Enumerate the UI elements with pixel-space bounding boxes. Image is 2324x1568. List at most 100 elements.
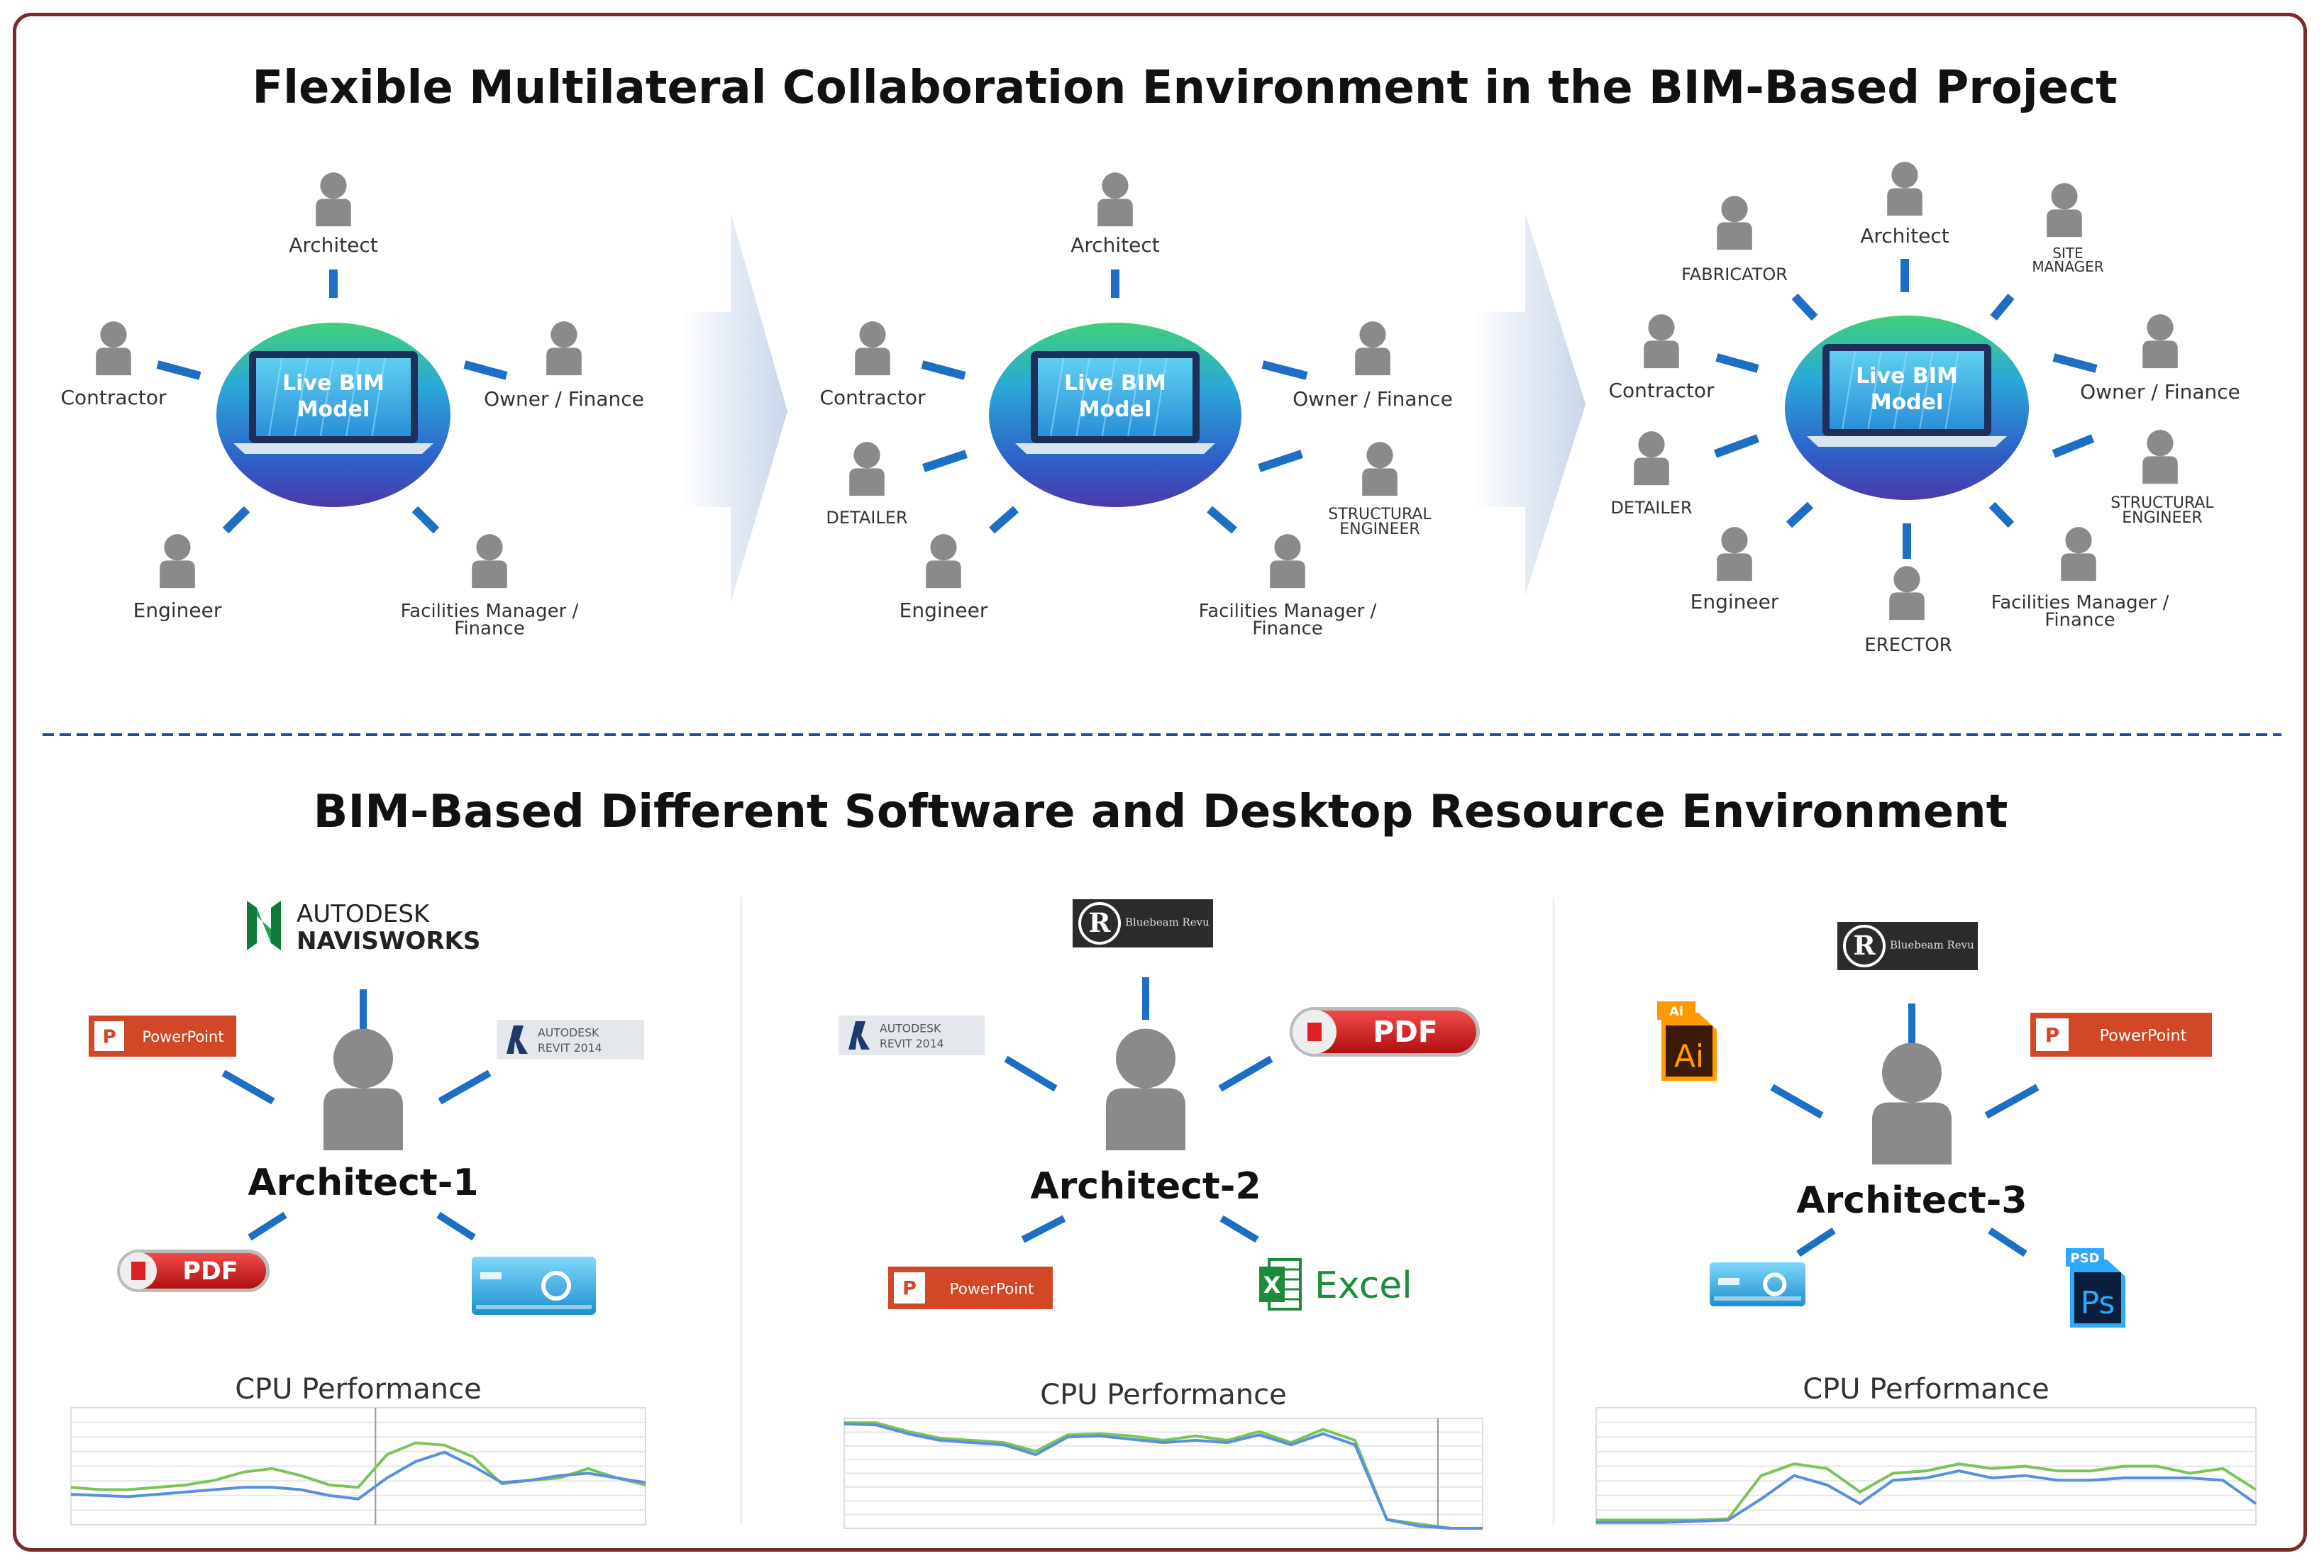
architect-name: Architect-2 (1030, 1165, 1261, 1208)
svg-text:R: R (1088, 907, 1111, 938)
role-connector (411, 506, 440, 534)
role-connector (156, 360, 201, 380)
svg-text:R: R (1853, 930, 1876, 961)
role-connector (1990, 294, 2015, 321)
svg-text:REVIT 2014: REVIT 2014 (880, 1037, 944, 1050)
bottom-title: BIM-Based Different Software and Desktop… (314, 786, 2008, 838)
svg-text:AUTODESK: AUTODESK (538, 1026, 599, 1040)
person-icon (2047, 183, 2082, 238)
svg-text:REVIT 2014: REVIT 2014 (538, 1041, 602, 1055)
person-icon (1887, 162, 1922, 216)
role-connector (1988, 501, 2015, 528)
role-connector (2052, 353, 2098, 373)
cpu-performance-label: CPU Performance (235, 1373, 482, 1406)
svg-text:PowerPoint: PowerPoint (2100, 1027, 2187, 1045)
tool-connector (1219, 1215, 1259, 1243)
diagram-frame (13, 13, 2307, 1552)
transition-arrow-2 (1472, 213, 1586, 596)
tool-connector (1004, 1055, 1058, 1092)
person-icon (96, 321, 131, 376)
person-icon (1270, 534, 1305, 589)
role-connector (463, 360, 508, 380)
person-icon (2061, 527, 2096, 582)
role-connector (1713, 434, 1760, 458)
svg-text:PowerPoint: PowerPoint (950, 1280, 1034, 1298)
svg-text:PDF: PDF (182, 1257, 238, 1286)
architect-icon (323, 1028, 403, 1150)
svg-text:Bluebeam Revu: Bluebeam Revu (1890, 938, 1974, 951)
role-label: Contractor (60, 386, 167, 409)
cpu-performance-chart-2: CPU Performance (843, 1379, 1483, 1530)
bluebeam-icon: R Bluebeam Revu (1837, 922, 1978, 970)
hub-label-line-1: Live BIM (1064, 371, 1166, 396)
role-label: Architect (289, 233, 378, 257)
person-icon (1644, 314, 1679, 369)
hub-label-line-1: Live BIM (282, 371, 384, 396)
architect-name: Architect-3 (1796, 1179, 2027, 1222)
tool-connector (248, 1211, 287, 1241)
person-icon (1717, 196, 1752, 250)
svg-text:Ps: Ps (2081, 1285, 2115, 1321)
hub-label-line-2: Model (1871, 390, 1944, 415)
person-icon (2142, 430, 2178, 484)
person-icon (472, 534, 507, 589)
person-icon (316, 172, 351, 227)
svg-text:Ai: Ai (1669, 1004, 1683, 1019)
role-label: DETAILER (826, 508, 907, 528)
cpu-line-blue (843, 1422, 1483, 1530)
svg-text:P: P (2045, 1023, 2059, 1047)
person-icon (2142, 314, 2178, 369)
role-label: FABRICATOR (1681, 265, 1788, 284)
svg-text:PSD: PSD (2070, 1251, 2099, 1266)
person-icon (1634, 431, 1669, 486)
tool-connector (1988, 1227, 2027, 1257)
tool-connector (221, 1069, 275, 1105)
role-label: Owner / Finance (2080, 380, 2240, 404)
person-icon (849, 442, 885, 496)
pdf-icon: PDF (1290, 1007, 1480, 1057)
role-label: Owner / Finance (1293, 387, 1453, 411)
tool-connector (1218, 1055, 1273, 1092)
role-label: Architect (1860, 224, 1949, 248)
cpu-performance-label: CPU Performance (1803, 1373, 2049, 1406)
role-label: Facilities Manager /Finance (401, 601, 579, 640)
role-label: Contractor (819, 386, 926, 409)
cpu-performance-chart-1: CPU Performance (70, 1373, 646, 1525)
person-icon (1362, 442, 1398, 496)
role-label: Facilities Manager /Finance (1991, 592, 2169, 631)
role-connector (1258, 450, 1303, 472)
architect-workstation-1: Architect-1 (221, 989, 492, 1241)
person-icon (1889, 566, 1925, 621)
role-connector (1261, 360, 1308, 380)
role-label: Owner / Finance (484, 387, 644, 411)
architect-icon (1872, 1042, 1952, 1164)
hangul-icon (472, 1257, 596, 1315)
svg-text:Bluebeam Revu: Bluebeam Revu (1125, 916, 1210, 928)
cpu-line-blue (70, 1450, 646, 1501)
hub-label-line-2: Model (297, 397, 370, 422)
architect-name: Architect-1 (248, 1162, 478, 1204)
svg-text:PDF: PDF (1373, 1015, 1437, 1049)
role-connector (989, 506, 1019, 534)
role-label: Architect (1070, 233, 1160, 257)
role-label: Engineer (133, 599, 222, 622)
tool-connector (436, 1211, 476, 1241)
svg-text:NAVISWORKS: NAVISWORKS (297, 927, 480, 955)
cpu-performance-label: CPU Performance (1040, 1379, 1287, 1411)
tool-connector (1984, 1084, 2040, 1119)
role-label: Facilities Manager /Finance (1199, 601, 1377, 640)
powerpoint-icon: P PowerPoint (2030, 1013, 2212, 1057)
tool-connector (1796, 1227, 1836, 1257)
hub-label-line-1: Live BIM (1856, 364, 1958, 389)
architect-workstation-3: Architect-3 (1770, 1003, 2040, 1257)
